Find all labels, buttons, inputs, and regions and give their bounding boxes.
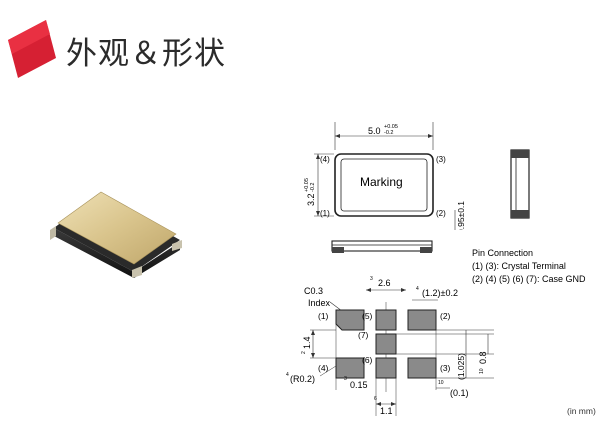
top-view-diagram: 5.0 +0.05 -0.2 3.2 +0.05 -0.2 Marking (4…	[304, 122, 466, 230]
dim-0-1: (0.1)	[450, 388, 469, 398]
dim-1-4: 1.4	[302, 336, 312, 349]
thickness-dim: 0.95±0.1	[456, 201, 466, 230]
note-10-right: 10	[479, 368, 485, 374]
side-view-diagram	[331, 240, 433, 253]
width-dim-base: 5.0	[368, 126, 381, 136]
footprint-diagram: 3 2.6 4 (1.2)±0.2 C0.3 Index (1) (5) (2)…	[286, 276, 494, 416]
note-4-top: 4	[416, 286, 419, 292]
note-3-bottom: 3	[344, 376, 347, 382]
fp-pin-4: (4)	[318, 363, 329, 373]
note-6: 6	[374, 396, 377, 402]
index-label: Index	[308, 298, 331, 308]
note-3-top: 3	[370, 276, 373, 282]
fp-pin-7: (7)	[358, 330, 369, 340]
top-pin-3: (3)	[436, 155, 446, 164]
dim-0-15: 0.15	[350, 380, 368, 390]
pin-connection-title: Pin Connection	[472, 248, 533, 258]
dim-1-2: (1.2)±0.2	[422, 288, 458, 298]
fp-pin-5: (5)	[362, 311, 373, 321]
brand-logo-mark	[8, 20, 56, 78]
top-pin-4: (4)	[320, 155, 330, 164]
dim-r0-2: (R0.2)	[290, 374, 315, 384]
width-dim-lower: -0.2	[384, 130, 393, 136]
fp-pin-2: (2)	[440, 311, 451, 321]
height-dim-lower: -0.2	[310, 183, 316, 192]
height-dim-upper: +0.05	[304, 178, 310, 192]
dim-0-8: 0.8	[478, 351, 488, 364]
fp-pin-1: (1)	[318, 311, 329, 321]
page-title: 外观＆形状	[66, 36, 226, 72]
top-pin-2: (2)	[436, 209, 446, 218]
dim-1-025: (1.025)	[456, 353, 466, 380]
chamfer-label: C0.3	[304, 286, 323, 296]
marking-label: Marking	[360, 175, 403, 189]
end-view-diagram	[510, 149, 530, 219]
fp-pin-6: (6)	[362, 355, 373, 365]
pin-connection-line2: (2) (4) (5) (6) (7): Case GND	[472, 274, 586, 284]
fp-pin-3: (3)	[440, 363, 451, 373]
pin-connection-notes: Pin Connection (1) (3): Crystal Terminal…	[472, 248, 586, 284]
note-2: 2	[301, 351, 307, 354]
width-dim-upper: +0.05	[384, 124, 398, 130]
note-10-bottom: 10	[438, 380, 444, 386]
crystal-product-photo	[50, 191, 182, 278]
top-pin-1: (1)	[320, 209, 330, 218]
dim-1-1: 1.1	[380, 406, 393, 416]
dim-2-6: 2.6	[378, 278, 391, 288]
pin-connection-line1: (1) (3): Crystal Terminal	[472, 261, 566, 271]
units-note: (in mm)	[567, 406, 596, 416]
height-dim-base: 3.2	[306, 193, 316, 206]
note-4-bottom: 4	[286, 372, 289, 378]
